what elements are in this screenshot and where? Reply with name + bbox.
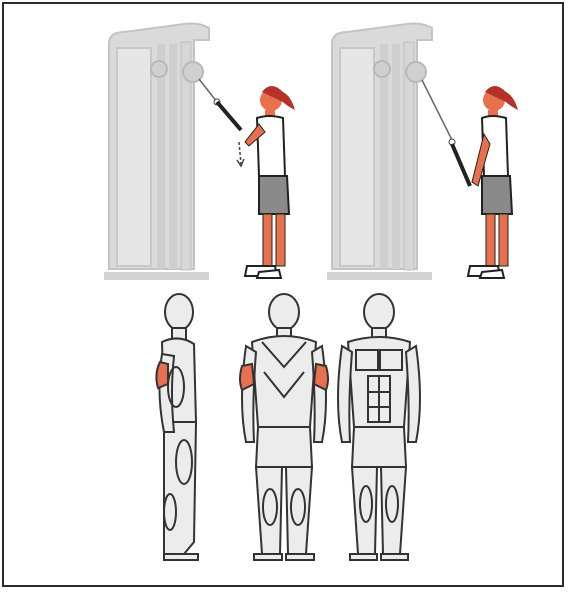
cable-machine-icon bbox=[322, 14, 522, 289]
cable-machine-icon bbox=[99, 14, 299, 289]
muscle-map-panel bbox=[134, 292, 434, 567]
person-exercise-icon bbox=[468, 86, 518, 278]
muscle-map-front-view bbox=[338, 294, 420, 560]
exercise-illustration-frame bbox=[2, 2, 564, 587]
start-position-panel bbox=[99, 14, 299, 289]
person-exercise-icon bbox=[245, 86, 295, 278]
muscle-map-icon bbox=[134, 292, 434, 567]
muscle-map-side-view bbox=[156, 294, 198, 560]
muscle-map-back-view bbox=[240, 294, 328, 560]
end-position-panel bbox=[322, 14, 522, 289]
